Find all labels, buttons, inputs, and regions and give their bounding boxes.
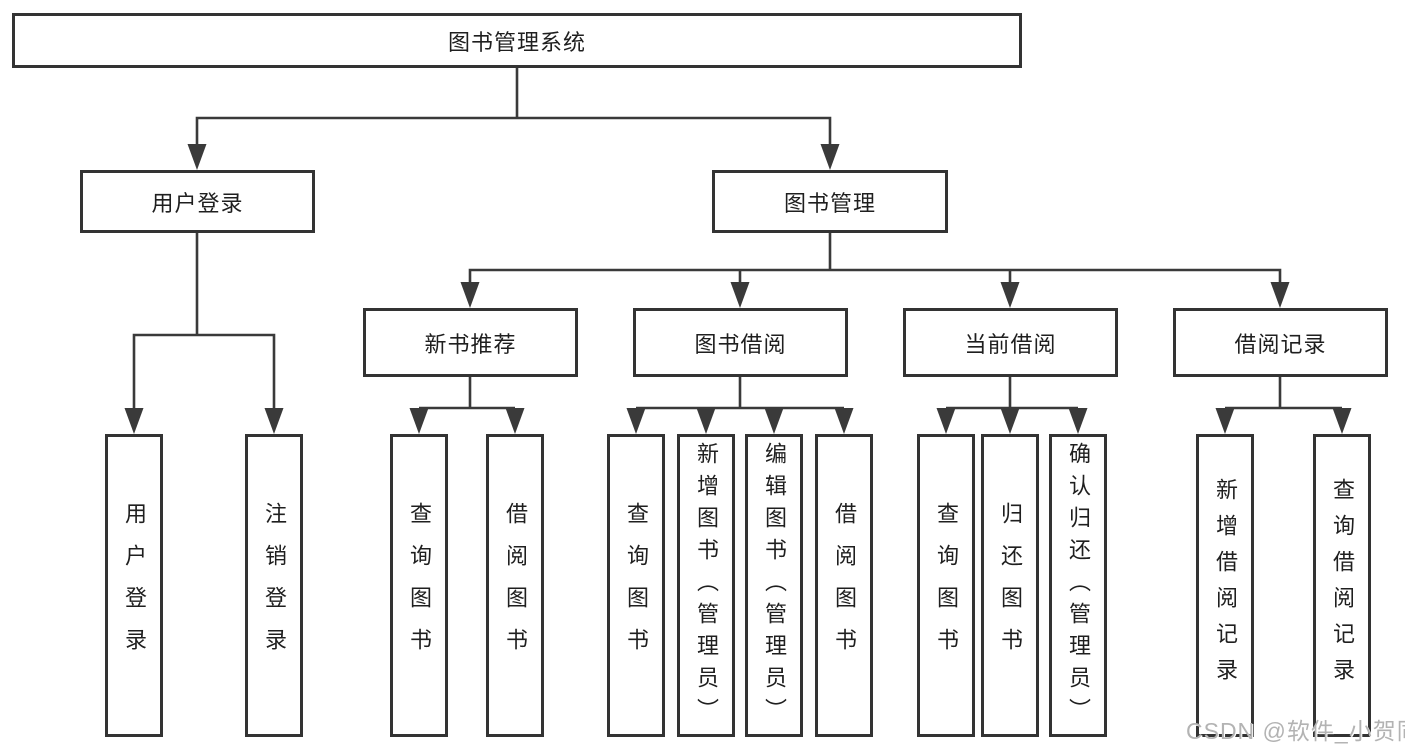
node-label: 当前借阅 xyxy=(964,331,1057,357)
node-current-borrowing: 当前借阅 xyxy=(903,308,1118,377)
node-label: 用户登录 xyxy=(151,190,244,216)
node-label: 借阅记录 xyxy=(1234,331,1327,357)
leaf-add-book-admin: 新增图书（管理员） xyxy=(677,434,735,737)
csdn-watermark: CSDN @软件_小贺同学 xyxy=(1186,718,1405,744)
leaf-edit-book-admin: 编辑图书（管理员） xyxy=(745,434,803,737)
arrowhead-icons xyxy=(124,144,1352,434)
node-label: 查询图书 xyxy=(934,501,959,670)
node-label: 用户登录 xyxy=(122,501,147,670)
leaf-query-books-borrowing: 查询图书 xyxy=(607,434,665,737)
node-new-book-recommendation: 新书推荐 xyxy=(363,308,578,377)
node-borrowing-records: 借阅记录 xyxy=(1173,308,1388,377)
leaf-return-books: 归还图书 xyxy=(981,434,1039,737)
node-library-management-system: 图书管理系统 xyxy=(12,13,1022,68)
leaf-query-borrow-record: 查询借阅记录 xyxy=(1313,434,1371,737)
node-label: 新增图书（管理员） xyxy=(694,441,719,730)
node-label: 归还图书 xyxy=(998,501,1023,670)
node-label: 新增借阅记录 xyxy=(1213,477,1238,694)
leaf-user-login: 用户登录 xyxy=(105,434,163,737)
node-label: 查询借阅记录 xyxy=(1330,477,1355,694)
leaf-add-borrow-record: 新增借阅记录 xyxy=(1196,434,1254,737)
node-label: 查询图书 xyxy=(624,501,649,670)
node-label: 注销登录 xyxy=(262,501,287,670)
node-book-borrowing: 图书借阅 xyxy=(633,308,848,377)
leaf-query-books-current: 查询图书 xyxy=(917,434,975,737)
leaf-query-books-recommendation: 查询图书 xyxy=(390,434,448,737)
node-label: 借阅图书 xyxy=(503,501,528,670)
leaf-borrow-books-borrowing: 借阅图书 xyxy=(815,434,873,737)
node-label: 借阅图书 xyxy=(832,501,857,670)
node-label: 图书借阅 xyxy=(694,331,787,357)
leaf-logout: 注销登录 xyxy=(245,434,303,737)
node-label: 新书推荐 xyxy=(424,331,517,357)
node-label: 图书管理 xyxy=(783,190,876,216)
node-label: 确认归还（管理员） xyxy=(1066,441,1091,730)
leaf-borrow-books-recommendation: 借阅图书 xyxy=(486,434,544,737)
node-label: 图书管理系统 xyxy=(447,29,586,55)
node-label: 编辑图书（管理员） xyxy=(762,441,787,730)
node-label: 查询图书 xyxy=(407,501,432,670)
node-user-login: 用户登录 xyxy=(80,170,315,233)
leaf-confirm-return-admin: 确认归还（管理员） xyxy=(1049,434,1107,737)
node-book-management: 图书管理 xyxy=(712,170,948,233)
